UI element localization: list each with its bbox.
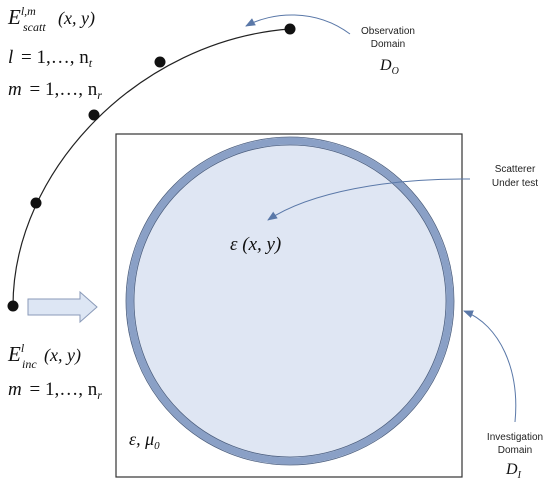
svg-text:Observation: Observation [361, 26, 415, 37]
source-point [7, 300, 19, 312]
svg-text:Scatterer: Scatterer [495, 164, 536, 175]
receiver-range: m = 1,…, nr [8, 79, 102, 102]
receiver-point [88, 109, 100, 121]
incident-receiver-range: m = 1,…, nr [8, 379, 102, 402]
background-medium-formula: ε, μ0 [129, 429, 160, 452]
investigation-domain-label: Investigation Domain DI [487, 432, 543, 481]
investigation-pointer-arrow [463, 310, 517, 423]
svg-text:m = 1,…, nr: m = 1,…, nr [8, 79, 102, 102]
scatterer-inner-edge [133, 144, 447, 458]
svg-text:El: El [7, 341, 25, 366]
scatterer-label: Scatterer Under test [492, 164, 538, 189]
scatterer-pointer-arrow [267, 178, 471, 221]
receiver-point [154, 56, 166, 68]
incident-wave-arrow [27, 290, 98, 324]
svg-text:Domain: Domain [371, 39, 405, 50]
svg-text:l = 1,…, nt: l = 1,…, nt [8, 47, 93, 70]
observation-arc [12, 28, 291, 307]
permittivity-formula: ε (x, y) [230, 234, 281, 255]
scatterer-circle [126, 137, 454, 465]
svg-text:Under test: Under test [492, 178, 538, 189]
scatterer-outer-edge [125, 136, 455, 466]
svg-text:m = 1,…, nr: m = 1,…, nr [8, 379, 102, 402]
svg-text:(x, y): (x, y) [44, 345, 81, 366]
svg-text:Domain: Domain [498, 445, 532, 456]
svg-text:DI: DI [505, 461, 522, 481]
receiver-point [284, 23, 296, 35]
svg-text:(x, y): (x, y) [58, 8, 95, 29]
receiver-point [30, 197, 42, 209]
svg-text:scatt: scatt [23, 20, 46, 34]
observation-domain-label: Observation Domain DO [361, 26, 415, 77]
observation-pointer-arrow [245, 14, 351, 35]
transmitter-range: l = 1,…, nt [8, 47, 93, 70]
svg-text:DO: DO [379, 57, 399, 77]
scattered-field-label: El,m scatt (x, y) [7, 4, 95, 34]
svg-text:inc: inc [22, 357, 37, 371]
svg-text:Investigation: Investigation [487, 432, 543, 443]
incident-field-label: El inc (x, y) [7, 341, 81, 371]
svg-text:El,m: El,m [7, 4, 36, 29]
